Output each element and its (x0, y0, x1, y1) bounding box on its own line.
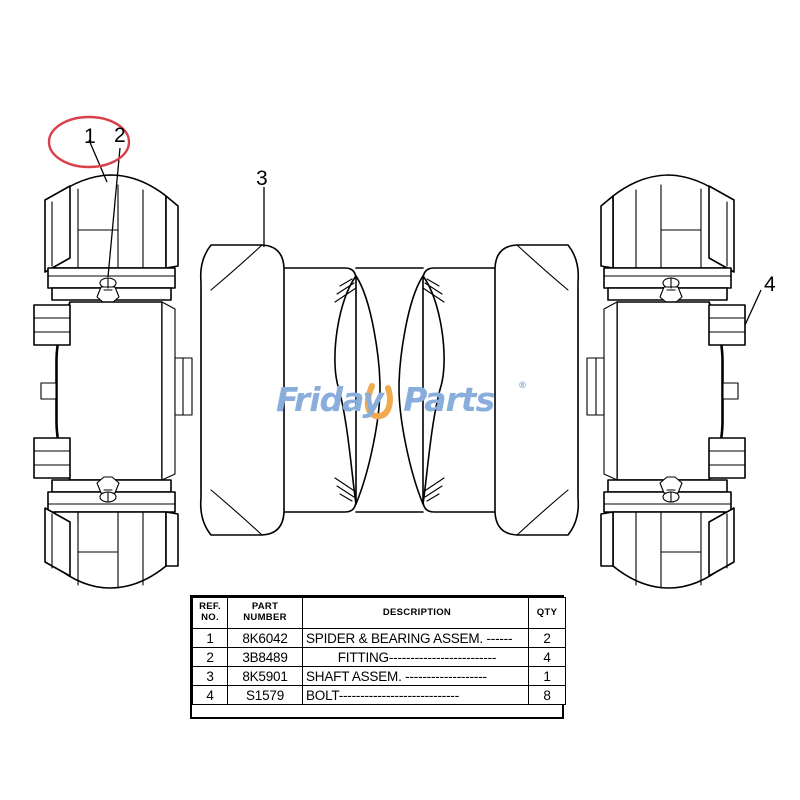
left-spider-bearing-upper (47, 267, 176, 304)
right-yoke-lower (600, 507, 735, 589)
left-grease-fitting-upper (96, 277, 120, 304)
cell-ref: 2 (192, 647, 228, 667)
cell-ref: 3 (192, 666, 228, 686)
cell-qty: 4 (528, 647, 566, 667)
leader-line-4 (744, 289, 762, 326)
callout-leaders (88, 139, 762, 326)
header-qty-line1: QTY (536, 606, 558, 618)
cell-description: BOLT---------------------------- (302, 685, 529, 705)
right-grease-fitting-upper (659, 277, 683, 304)
cell-part-number: 3B8489 (227, 647, 303, 667)
header-desc-line1: DESCRIPTION (382, 606, 452, 618)
left-spider-bearing-lower (47, 476, 176, 513)
header-description: DESCRIPTION (302, 597, 529, 629)
cell-qty: 1 (528, 666, 566, 686)
right-joint-assembly (586, 174, 746, 589)
cell-description: FITTING------------------------- (302, 647, 529, 667)
shaft-assembly-center (199, 244, 580, 536)
left-yoke-body (33, 301, 193, 481)
left-joint-assembly (33, 174, 193, 589)
callout-label-3: 3 (256, 167, 268, 190)
header-ref-line1: REF. (199, 601, 221, 613)
leader-line-2 (107, 147, 121, 278)
red-highlight-ellipse (47, 115, 131, 169)
cell-description: SHAFT ASSEM. ------------------- (302, 666, 529, 686)
right-grease-fitting-lower (659, 476, 683, 503)
cell-part-number: S1579 (227, 685, 303, 705)
parts-table-body: 1 8K6042 SPIDER & BEARING ASSEM. ------ … (192, 628, 566, 705)
right-spider-bearing-lower (603, 476, 732, 513)
header-part-number: PART NUMBER (227, 597, 303, 629)
header-qty: QTY (528, 597, 566, 629)
cell-ref: 4 (192, 685, 228, 705)
cell-ref: 1 (192, 628, 228, 648)
header-part-line1: PART (251, 601, 279, 613)
callout-label-4: 4 (764, 273, 776, 296)
leader-line-1 (88, 139, 108, 183)
parts-table: REF. NO. PART NUMBER DESCRIPTION QTY 1 8… (192, 597, 566, 705)
bolt-upper-right (708, 304, 746, 346)
callout-label-1: 1 (84, 125, 96, 148)
header-ref-no: REF. NO. (192, 597, 228, 629)
right-spider-bearing-upper (603, 267, 732, 304)
bolt-lower-right (708, 437, 746, 479)
slip-joint-tube (334, 275, 445, 505)
cell-part-number: 8K5901 (227, 666, 303, 686)
table-row: 4 S1579 BOLT----------------------------… (192, 685, 566, 705)
parts-table-header: REF. NO. PART NUMBER DESCRIPTION QTY (192, 597, 566, 629)
cell-description: SPIDER & BEARING ASSEM. ------ (302, 628, 529, 648)
cell-qty: 2 (528, 628, 566, 648)
table-header-row: REF. NO. PART NUMBER DESCRIPTION QTY (192, 597, 566, 629)
callout-label-2: 2 (114, 124, 126, 147)
header-part-line2: NUMBER (243, 612, 287, 623)
left-yoke-lower (44, 507, 179, 589)
right-yoke-body (586, 301, 746, 481)
left-grease-fitting-lower (96, 476, 120, 503)
cell-part-number: 8K6042 (227, 628, 303, 648)
right-yoke-upper (600, 174, 735, 273)
table-row: 1 8K6042 SPIDER & BEARING ASSEM. ------ … (192, 628, 566, 648)
left-yoke-upper (44, 174, 179, 273)
table-row: 2 3B8489 FITTING------------------------… (192, 647, 566, 667)
cell-qty: 8 (528, 685, 566, 705)
table-row: 3 8K5901 SHAFT ASSEM. ------------------… (192, 666, 566, 686)
header-ref-line2: NO. (201, 612, 219, 623)
